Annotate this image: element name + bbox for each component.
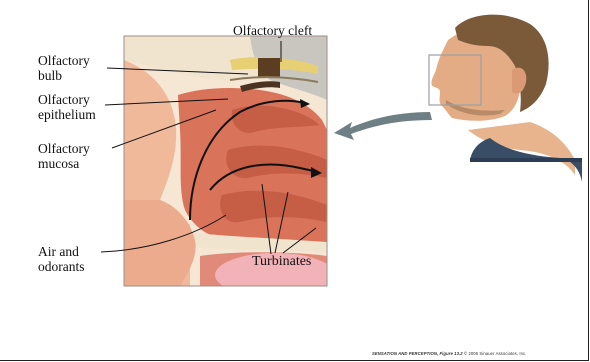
- label-olfactory-epithelium: Olfactory epithelium: [38, 92, 96, 122]
- label-olfactory-epithelium-line1: Olfactory: [38, 92, 96, 107]
- label-olfactory-mucosa-line1: Olfactory: [38, 141, 90, 156]
- figure-credit-title: SENSATION AND PERCEPTION, Figure 13.2: [372, 351, 463, 356]
- label-olfactory-bulb-line2: bulb: [38, 68, 90, 83]
- figure-credit-copyright: © 2006 Sinauer Associates, Inc.: [464, 351, 527, 356]
- pointer-arrow: [334, 112, 432, 140]
- label-air-and-odorants-line1: Air and: [38, 244, 85, 259]
- label-olfactory-bulb: Olfactory bulb: [38, 53, 90, 83]
- label-turbinates: Turbinates: [252, 254, 311, 269]
- label-olfactory-mucosa: Olfactory mucosa: [38, 141, 90, 171]
- label-air-and-odorants: Air and odorants: [38, 244, 85, 274]
- label-olfactory-bulb-line1: Olfactory: [38, 53, 90, 68]
- label-air-and-odorants-line2: odorants: [38, 259, 85, 274]
- figure-credit: SENSATION AND PERCEPTION, Figure 13.2 © …: [372, 351, 527, 356]
- head-profile-illustration: [429, 15, 582, 182]
- label-olfactory-mucosa-line2: mucosa: [38, 156, 90, 171]
- label-olfactory-cleft: Olfactory cleft: [233, 23, 312, 38]
- label-olfactory-epithelium-line2: epithelium: [38, 107, 96, 122]
